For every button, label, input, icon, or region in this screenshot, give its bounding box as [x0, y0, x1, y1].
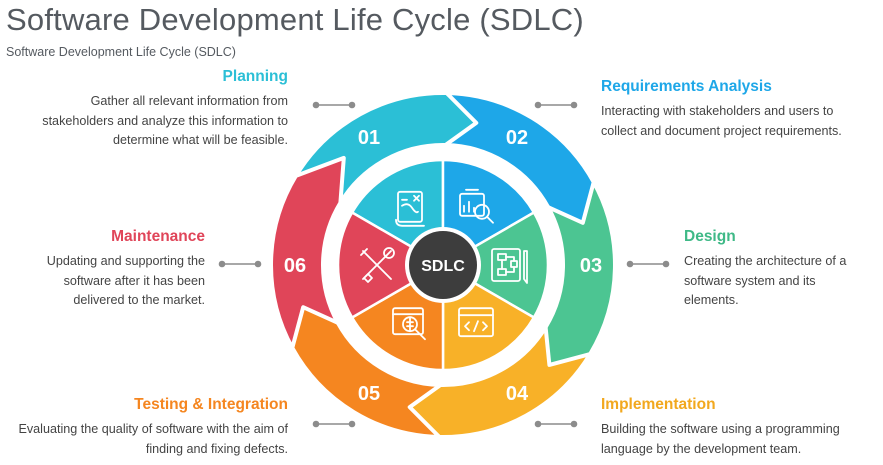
- stage-desc-planning: Gather all relevant information from sta…: [42, 94, 288, 147]
- stage-number-planning: 01: [358, 127, 380, 149]
- tools-icon: [360, 247, 395, 283]
- stage-title-maintenance: Maintenance: [111, 228, 205, 245]
- stage-number-testing: 05: [358, 383, 380, 405]
- stage-block-maintenance: Maintenance Updating and supporting the …: [20, 228, 205, 311]
- stage-block-planning: Planning Gather all relevant information…: [20, 68, 288, 151]
- stage-title-design: Design: [684, 228, 736, 245]
- pie-wedge-design: [440, 210, 550, 320]
- code-window-icon: [458, 307, 494, 338]
- center-hub: [409, 231, 477, 299]
- stage-title-requirements: Requirements Analysis: [601, 78, 772, 95]
- connector-requirements: [534, 101, 578, 109]
- connector-maintenance: [218, 260, 262, 268]
- stage-desc-requirements: Interacting with stakeholders and users …: [601, 104, 842, 138]
- stage-number-implementation: 04: [506, 383, 529, 405]
- stage-block-design: Design Creating the architecture of a so…: [684, 228, 869, 311]
- stage-desc-testing: Evaluating the quality of software with …: [18, 422, 288, 456]
- stage-title-planning: Planning: [222, 68, 288, 85]
- pie-wedge-maintenance: [336, 210, 446, 320]
- stage-block-requirements: Requirements Analysis Interacting with s…: [601, 78, 866, 141]
- stage-block-implementation: Implementation Building the software usi…: [601, 396, 871, 459]
- stage-number-maintenance: 06: [284, 255, 306, 277]
- report-magnifier-icon: [459, 188, 494, 224]
- connector-design: [626, 260, 670, 268]
- stage-number-design: 03: [580, 255, 602, 277]
- page-subtitle: Software Development Life Cycle (SDLC): [6, 45, 236, 59]
- stage-block-testing: Testing & Integration Evaluating the qua…: [6, 396, 288, 459]
- connector-testing: [312, 420, 356, 428]
- stage-title-testing: Testing & Integration: [134, 396, 288, 413]
- stage-number-requirements: 02: [506, 127, 528, 149]
- blueprint-flowchart-icon: [491, 248, 528, 284]
- ring-segment-maintenance: [269, 155, 346, 350]
- stage-desc-design: Creating the architecture of a software …: [684, 254, 847, 307]
- stage-desc-maintenance: Updating and supporting the software aft…: [46, 254, 205, 307]
- connector-implementation: [534, 420, 578, 428]
- stage-desc-implementation: Building the software using a programmin…: [601, 422, 840, 456]
- clipboard-plan-icon: [395, 190, 425, 227]
- bug-search-icon: [392, 307, 426, 341]
- stage-title-implementation: Implementation: [601, 396, 716, 413]
- center-label: SDLC: [421, 258, 465, 275]
- connector-planning: [312, 101, 356, 109]
- page-title: Software Development Life Cycle (SDLC): [6, 2, 584, 37]
